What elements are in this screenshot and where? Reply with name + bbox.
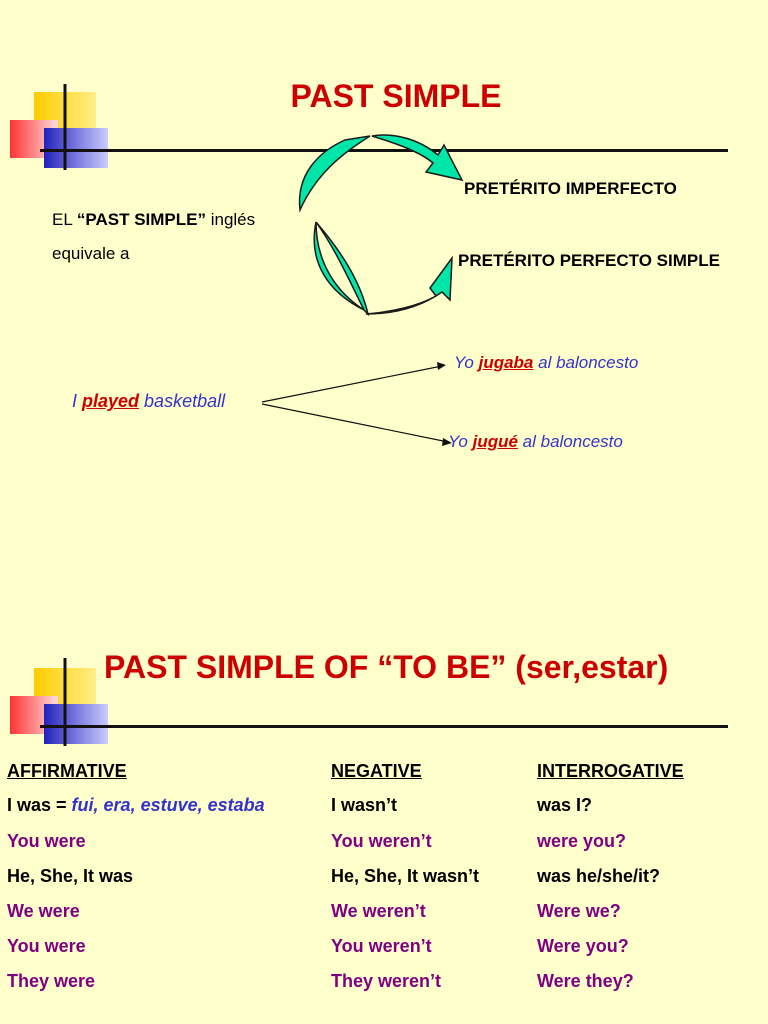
row-1-aff-text: I was = bbox=[7, 795, 72, 815]
row-3-interrogative: was he/she/it? bbox=[537, 866, 661, 886]
example-english: I played basketball bbox=[72, 391, 225, 412]
example-en-verb: played bbox=[82, 391, 140, 411]
row-6-interrogative: Were they? bbox=[537, 971, 634, 991]
row-1-interrogative: was I? bbox=[537, 795, 593, 815]
row-2-affirmative: You were bbox=[7, 831, 86, 851]
cycle-arrows-diagram bbox=[261, 134, 464, 446]
example-es2-pre: Yo bbox=[448, 432, 473, 451]
row-1-aff-translation: fui, era, estuve, estaba bbox=[71, 795, 265, 815]
row-4-affirmative: We were bbox=[7, 901, 80, 921]
intro-line-1: EL “PAST SIMPLE” inglés bbox=[52, 203, 255, 237]
title-underline-rule bbox=[40, 149, 728, 152]
row-2-interrogative: were you? bbox=[537, 831, 627, 851]
row-4-interrogative: Were we? bbox=[537, 901, 621, 921]
example-es1-post: al baloncesto bbox=[533, 353, 639, 372]
column-header-affirmative: AFFIRMATIVE bbox=[7, 761, 127, 781]
option-preterito-imperfecto: PRETÉRITO IMPERFECTO bbox=[464, 179, 677, 198]
decorative-squares-graphic bbox=[10, 84, 108, 170]
row-1-affirmative: I was = fui, era, estuve, estaba bbox=[7, 795, 265, 816]
example-en-pre: I bbox=[72, 391, 83, 411]
slide-past-simple: PAST SIMPLE EL “PAST SIMPLE” inglés equi… bbox=[10, 78, 728, 452]
column-header-negative: NEGATIVE bbox=[331, 761, 422, 781]
row-6-affirmative: They were bbox=[7, 971, 96, 991]
section-title: PAST SIMPLE OF “TO BE” (ser,estar) bbox=[104, 649, 669, 685]
intro-prefix: EL bbox=[52, 210, 77, 229]
row-5-interrogative: Were you? bbox=[537, 936, 629, 956]
row-4-negative: We weren’t bbox=[331, 901, 426, 921]
row-5-affirmative: You were bbox=[7, 936, 86, 956]
example-en-post: basketball bbox=[139, 391, 226, 411]
example-es2-post: al baloncesto bbox=[517, 432, 623, 451]
row-3-affirmative: He, She, It was bbox=[7, 866, 134, 886]
intro-bold-term: “PAST SIMPLE” bbox=[76, 210, 206, 229]
row-5-negative: You weren’t bbox=[331, 936, 432, 956]
row-2-negative: You weren’t bbox=[331, 831, 432, 851]
option-preterito-perfecto-simple: PRETÉRITO PERFECTO SIMPLE bbox=[458, 251, 720, 270]
example-spanish-imperfecto: Yo jugaba al baloncesto bbox=[454, 353, 638, 373]
row-6-negative: They weren’t bbox=[331, 971, 442, 991]
example-es1-pre: Yo bbox=[454, 353, 479, 372]
example-spanish-perfecto: Yo jugué al baloncesto bbox=[448, 432, 623, 452]
row-1-negative: I wasn’t bbox=[331, 795, 398, 815]
column-header-interrogative: INTERROGATIVE bbox=[537, 761, 684, 781]
intro-suffix: inglés bbox=[205, 210, 256, 229]
page-title: PAST SIMPLE bbox=[290, 78, 502, 114]
example-es1-verb: jugaba bbox=[478, 353, 534, 372]
title-underline-rule bbox=[40, 725, 728, 728]
intro-text: EL “PAST SIMPLE” inglés equivale a bbox=[52, 203, 255, 271]
slide-past-simple-to-be: PAST SIMPLE OF “TO BE” (ser,estar) AFFIR… bbox=[0, 512, 768, 1024]
intro-line-2: equivale a bbox=[52, 244, 130, 263]
decorative-squares-graphic bbox=[10, 658, 108, 746]
row-3-negative: He, She, It wasn’t bbox=[331, 866, 480, 886]
example-es2-verb: jugué bbox=[472, 432, 518, 451]
